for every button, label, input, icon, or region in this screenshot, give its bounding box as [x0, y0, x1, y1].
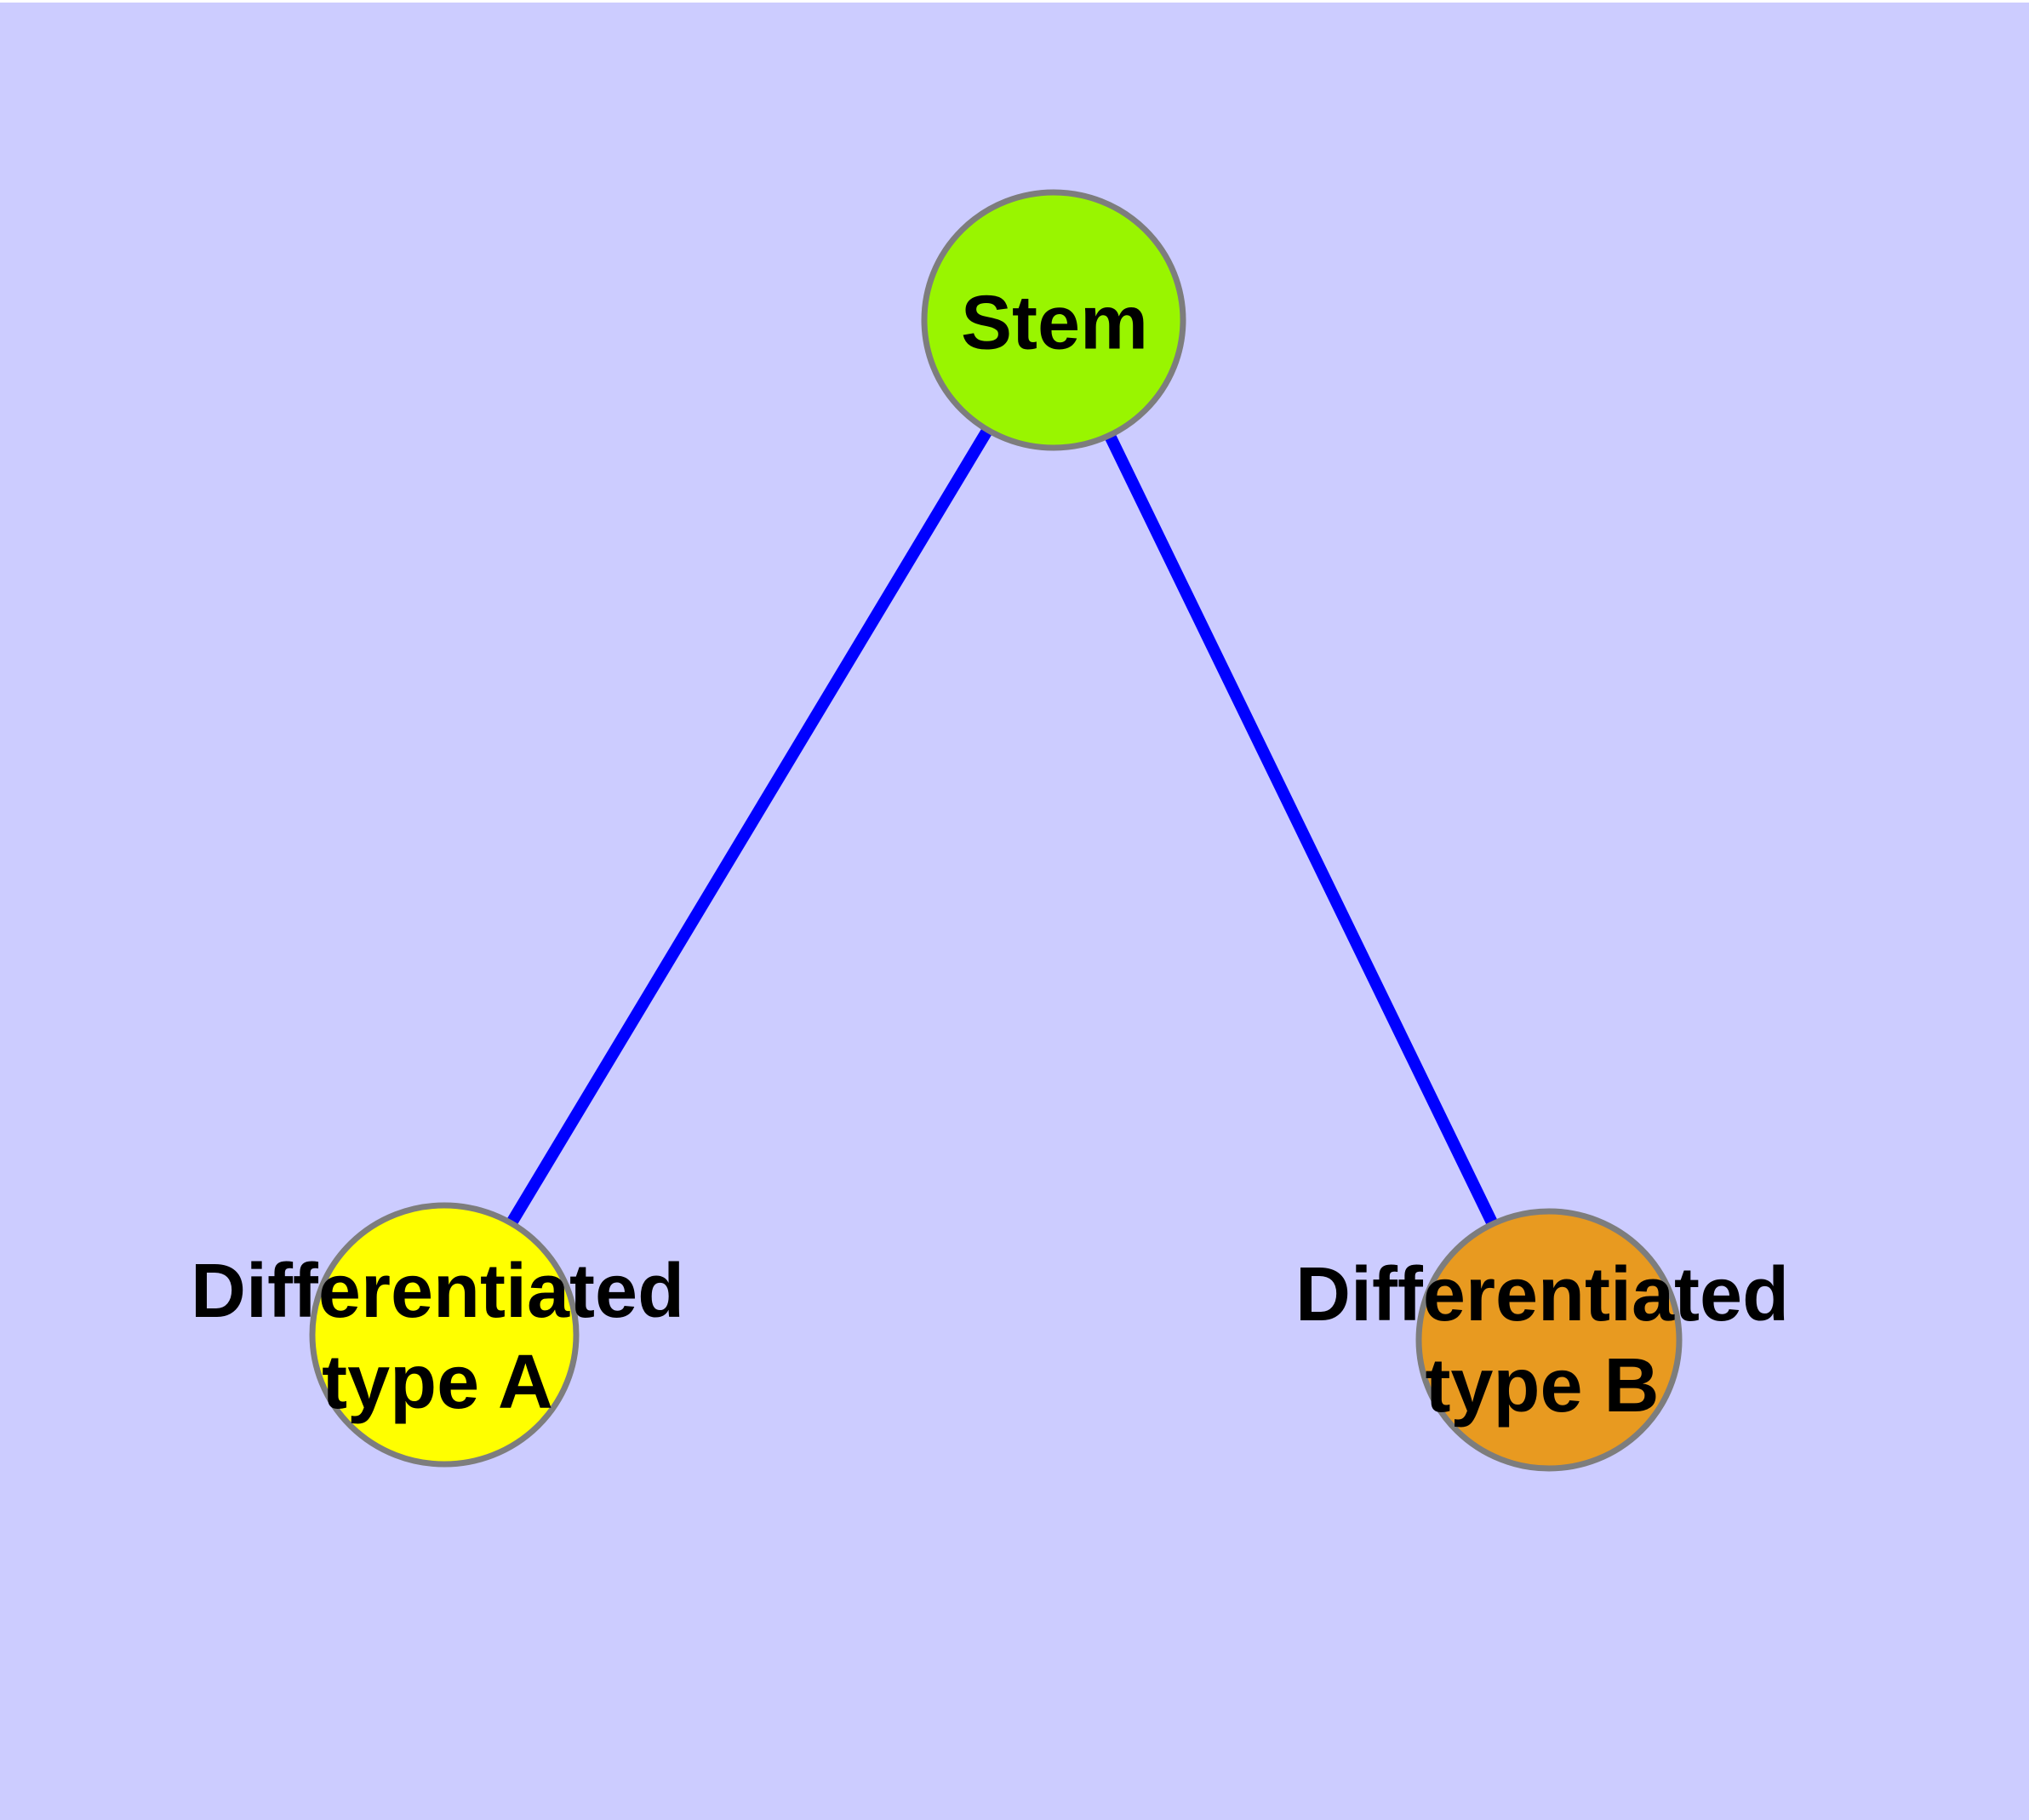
differentiated-type-b-node-circle — [1415, 1208, 1683, 1472]
stem-node-circle — [921, 189, 1186, 451]
edge-stem-to-type-b — [1048, 317, 1555, 1343]
differentiated-type-a-node-circle — [309, 1202, 580, 1468]
edge-stem-to-type-a — [438, 317, 1060, 1338]
graph-svg — [0, 3, 2029, 1820]
diagram-canvas: Stem Differentiated type A Differentiate… — [0, 3, 2029, 1820]
